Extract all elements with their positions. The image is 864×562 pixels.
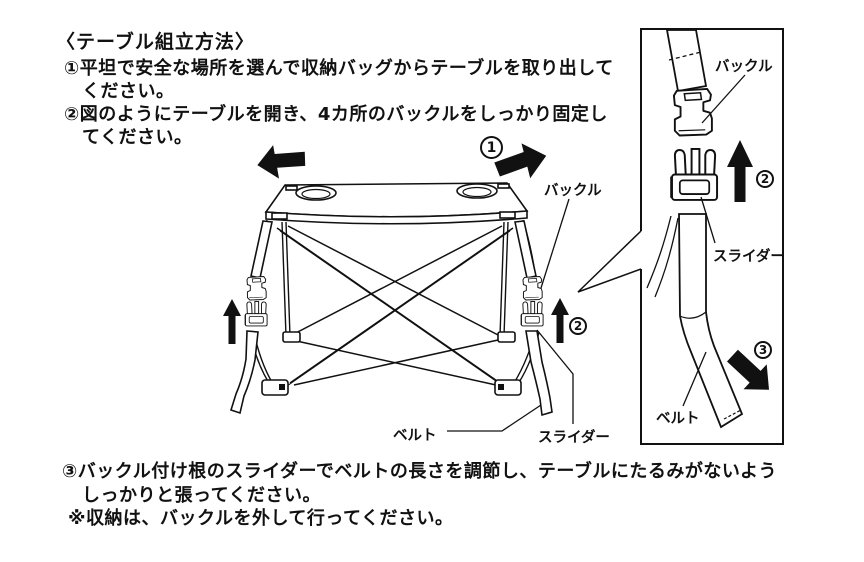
table-belts [230, 330, 553, 417]
cup-holder-right [456, 183, 498, 199]
step2-marker-main: 2 [569, 317, 587, 335]
open-arrow-right-icon [494, 143, 547, 179]
callout-wedge [577, 230, 642, 293]
label-belt-detail: ベルト [656, 411, 700, 427]
label-slider-main: スライダー [538, 430, 610, 446]
table-cross-braces [276, 225, 514, 387]
step3-line1: ③バックル付け根のスライダーでベルトの長さを調節し、テーブルにたるみがないよう [62, 461, 777, 482]
buckle-left [244, 276, 268, 327]
storage-note: ※収納は、バックルを外して行ってください。 [68, 508, 454, 529]
pointer-lines-detail [682, 74, 746, 407]
lift-arrow-left-icon [223, 299, 241, 344]
step1-marker: 1 [480, 136, 503, 159]
step2-line2: てください。 [82, 127, 193, 148]
page-title: 〈テーブル組立方法〉 [56, 31, 255, 53]
table-back-legs [281, 221, 509, 337]
table-top [264, 182, 529, 225]
step1-line1: ①平坦で安全な場所を選んで収納バッグからテーブルを取り出して [64, 58, 614, 79]
detail-loose-strap [646, 215, 679, 298]
table-illustration [223, 143, 574, 432]
label-buckle-detail: バックル [715, 59, 773, 75]
detail-belt [678, 213, 744, 429]
detail-strap [665, 29, 708, 93]
step3-line2: しっかりと張ってください。 [82, 485, 322, 506]
lift-arrow-right-icon [551, 298, 569, 343]
table-feet [261, 331, 522, 396]
detail-box [640, 28, 784, 445]
detail-pull-arrow-icon [726, 349, 770, 390]
label-buckle-main: バックル [544, 183, 602, 199]
detail-buckle-female [672, 87, 713, 137]
detail-buckle-male-slider [670, 147, 719, 201]
step1-line2: ください。 [82, 81, 175, 102]
pointer-lines-main [447, 198, 574, 432]
buckle-right [520, 276, 544, 327]
table-front-legs [249, 219, 540, 385]
detail-box-border [640, 28, 784, 445]
label-belt-main: ベルト [393, 428, 437, 444]
step2-marker-detail: 2 [756, 170, 774, 188]
open-arrow-left-icon [257, 145, 306, 179]
table-straps [250, 220, 537, 279]
cup-holder-left [295, 185, 337, 201]
detail-up-arrow-icon [727, 140, 753, 202]
step3-marker-detail: 3 [754, 341, 772, 359]
label-slider-detail: スライダー [713, 249, 785, 265]
step2-line1: ②図のようにテーブルを開き、4カ所のバックルをしっかり固定し [64, 104, 608, 125]
